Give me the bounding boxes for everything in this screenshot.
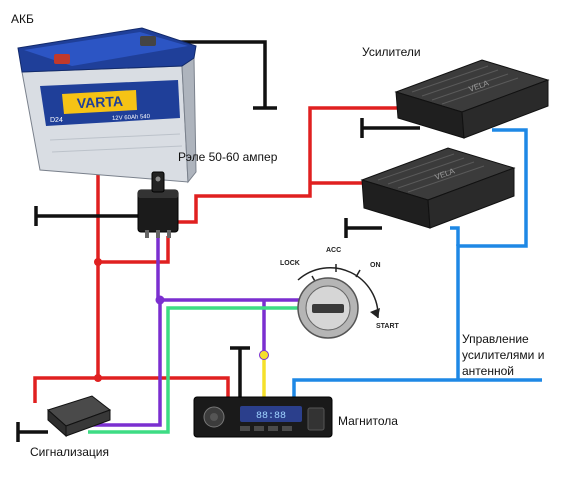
battery-minus-terminal	[140, 36, 156, 46]
relay-mount-hole	[155, 176, 161, 182]
control-label-line3: антенной	[462, 364, 514, 378]
battery-plus-terminal	[54, 54, 70, 64]
relay-feed-wire	[98, 236, 170, 264]
head-unit: 88:88	[193, 396, 333, 438]
ground-wires	[16, 40, 420, 442]
amplifier-2-fin	[377, 153, 455, 181]
head-unit-label: Магнитола	[338, 414, 398, 428]
junction-dot	[155, 295, 165, 305]
amp1-remote-wire	[456, 128, 528, 380]
alarm-signal-wires	[88, 306, 300, 434]
head-unit-button	[240, 426, 250, 431]
relay-mount-tab	[151, 171, 165, 193]
ignition-tick-on	[355, 269, 361, 278]
amplifier-1-fin	[411, 65, 489, 93]
amplifier-2: VELA	[360, 147, 516, 229]
junction-dot	[94, 374, 102, 382]
battery-spec: 12V 60Ah 540	[112, 114, 151, 122]
control-label-line2: усилителями и	[462, 348, 545, 362]
relay-pin	[156, 230, 160, 238]
head-unit-display-text: 88:88	[256, 411, 286, 422]
ignition-label-start: START	[376, 323, 400, 330]
amplifier-1-fin	[431, 73, 509, 101]
amplifier-1-fin	[421, 69, 499, 97]
alarm-signal-wire	[88, 306, 300, 434]
junction-dot	[259, 350, 269, 360]
relay-pin	[145, 230, 149, 238]
amplifier-2-fin	[387, 157, 465, 185]
ignition-arc	[297, 266, 379, 319]
relay	[137, 171, 179, 238]
amplifier-1-side	[461, 79, 549, 139]
battery: VARTA D24 12V 60Ah 540	[17, 27, 197, 184]
ignition-label-lock: LOCK	[280, 260, 300, 267]
control-label-line1: Управление	[462, 332, 529, 346]
amplifier-2-side	[427, 167, 515, 229]
alarm-side	[65, 409, 111, 437]
ignition-label-acc: ACC	[326, 247, 341, 254]
relay-to-amps-wire	[178, 106, 408, 224]
radio-power-wire	[33, 376, 230, 403]
head-unit-display	[240, 406, 302, 422]
amplifiers-label: Усилители	[362, 45, 421, 59]
junction-dot	[94, 258, 102, 266]
amplifier-2-fin	[397, 161, 475, 189]
battery-brand: VARTA	[76, 93, 123, 111]
amplifier-1: VELA	[394, 59, 550, 139]
ignition-key-slot	[312, 304, 344, 313]
relay-top	[138, 190, 178, 198]
head-unit-button	[282, 426, 292, 431]
head-unit-button	[268, 426, 278, 431]
relay-pin	[167, 230, 171, 238]
head-unit-button	[254, 426, 264, 431]
ignition-switch: LOCK ACC ON START	[280, 247, 400, 339]
alarm-module	[47, 395, 112, 438]
head-unit-volume-knob-center	[210, 413, 218, 421]
amplifier-2-fin	[407, 165, 485, 193]
relay-label: Рэле 50-60 ампер	[178, 150, 278, 164]
battery-label-text: АКБ	[11, 12, 34, 26]
head-unit-button	[307, 407, 325, 431]
ignition-label-on: ON	[370, 262, 381, 269]
battery-rib	[51, 145, 183, 153]
amp2-remote-wire	[450, 226, 460, 246]
ignition-arc-arrow	[370, 308, 380, 318]
battery-rib	[49, 133, 181, 141]
battery-brand-plate	[62, 90, 137, 114]
battery-model-code: D24	[50, 117, 63, 124]
alarm-label: Сигнализация	[30, 445, 110, 459]
battery-ground-wire	[150, 40, 267, 108]
amplifier-1-fin	[441, 77, 519, 105]
